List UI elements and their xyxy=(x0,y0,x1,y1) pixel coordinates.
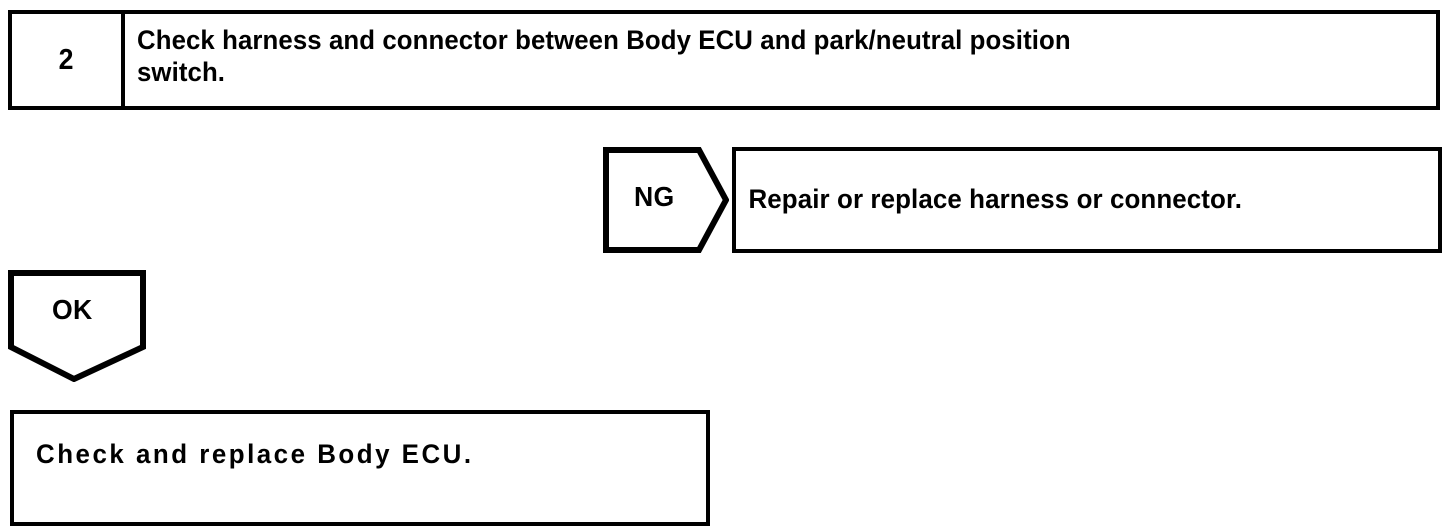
ok-branch-arrow-icon xyxy=(8,270,146,382)
step-instruction-cell: Check harness and connector between Body… xyxy=(125,14,1436,106)
step-number-cell: 2 xyxy=(12,14,125,106)
ok-result-box xyxy=(10,410,710,526)
step-row: 2 Check harness and connector between Bo… xyxy=(8,10,1440,110)
step-instruction-text: Check harness and connector between Body… xyxy=(137,25,1071,87)
ok-result-text: Check and replace Body ECU. xyxy=(36,439,474,469)
ng-result-box: Repair or replace harness or connector. xyxy=(732,147,1442,253)
step-number: 2 xyxy=(59,43,74,76)
ng-branch-label: NG xyxy=(634,181,675,212)
ng-branch-arrow-icon xyxy=(603,147,729,253)
ok-branch-label: OK xyxy=(52,294,93,325)
ng-result-text: Repair or replace harness or connector. xyxy=(748,184,1243,215)
